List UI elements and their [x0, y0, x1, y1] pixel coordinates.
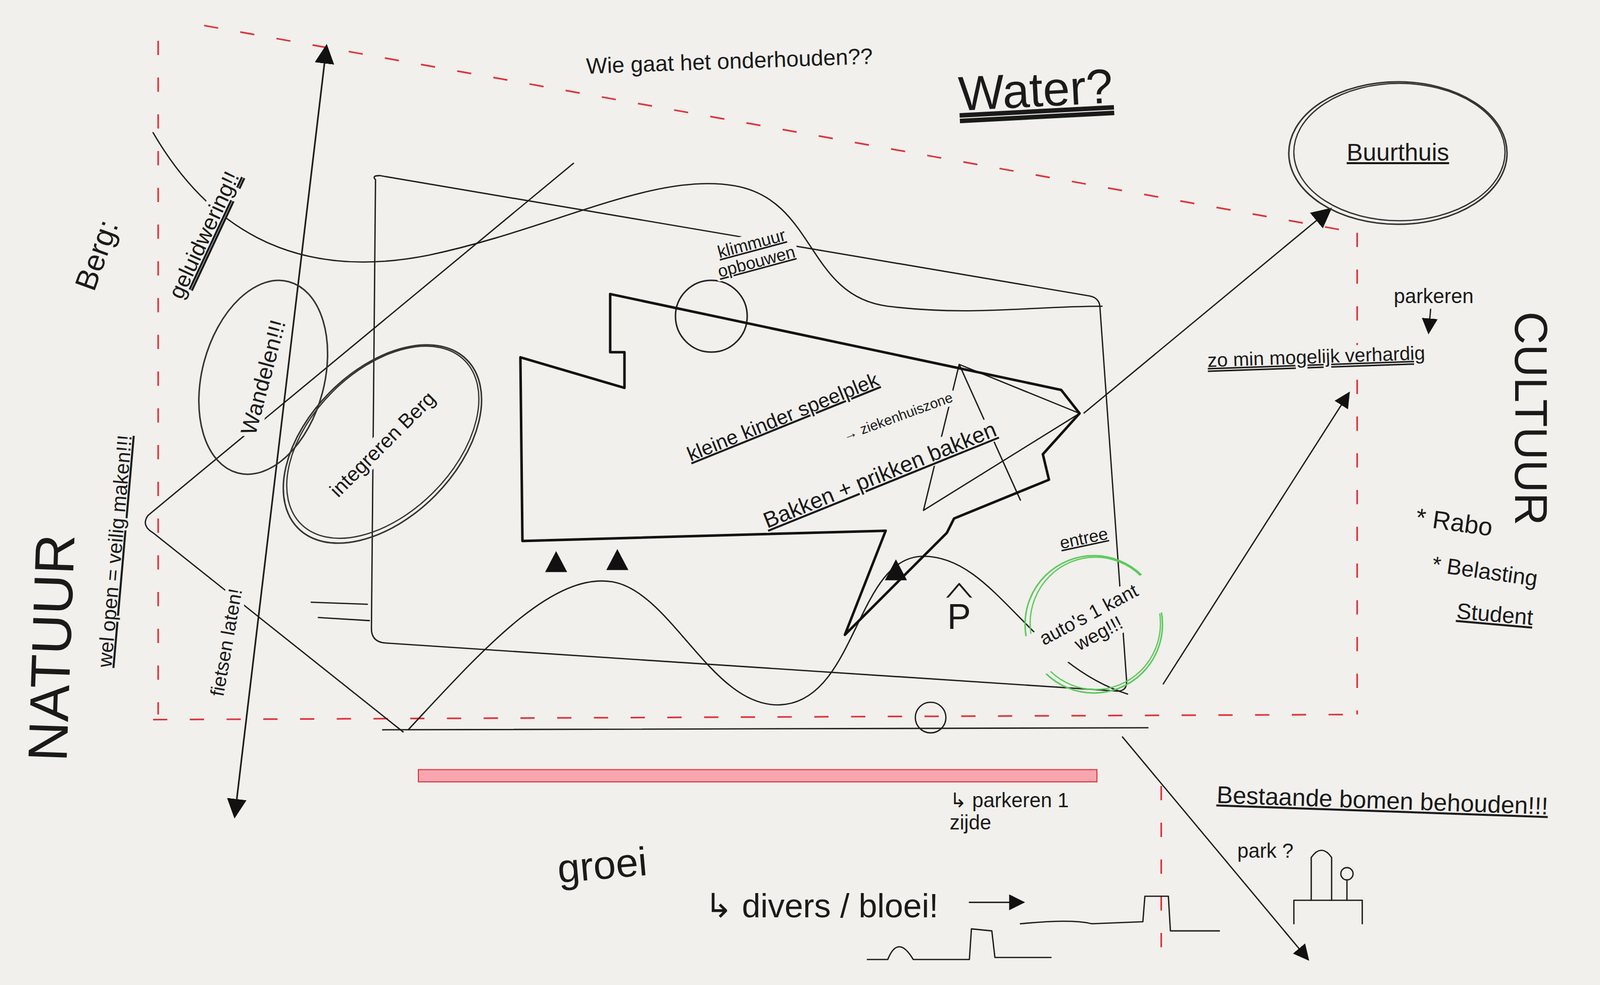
node-heading: Bakken + prikken bakken — [756, 415, 1003, 535]
building-outline-shape — [518, 288, 1084, 640]
parking-side-note: ↳ parkeren 1 zijde — [946, 789, 1085, 834]
tree-icon — [1340, 867, 1353, 881]
entrance-circle: entreeauto's 1 kant weg!!! — [1023, 553, 1165, 696]
site-outline — [371, 175, 1127, 692]
trees-note: Bestaande bomen behouden!!! — [1213, 781, 1553, 820]
parking-caret — [946, 584, 972, 599]
tree-mark — [546, 552, 567, 572]
path-line — [145, 163, 574, 733]
nature-heading: NATUUR — [16, 529, 86, 766]
building-plan — [520, 294, 1080, 636]
green-note: ↳ divers / bloei! — [701, 887, 942, 925]
route-arrow — [1163, 393, 1350, 685]
pointer-arrow — [1428, 309, 1431, 333]
node-text: integreren Berg — [323, 384, 443, 504]
nature-note: wel open = veilig maken!!! — [92, 430, 136, 671]
parking-symbol: P — [944, 597, 975, 637]
building-icon — [1293, 900, 1363, 924]
hill-heading: Berg: — [67, 212, 126, 299]
tree-circle — [915, 702, 947, 734]
heading-note: Water? — [954, 58, 1118, 121]
culture-item: * Belasting — [1427, 551, 1542, 592]
culture-item: * Rabo — [1411, 502, 1498, 542]
boundary-dash — [1160, 786, 1162, 971]
node-heading: entree — [1054, 523, 1113, 554]
boundary-dash — [1356, 232, 1359, 715]
boundary-dash — [204, 25, 1357, 233]
cycling-note: fietsen laten! — [206, 584, 248, 702]
sketch-stroke — [311, 602, 370, 621]
node-text: auto's 1 kant weg!!! — [1021, 572, 1167, 676]
route-arrow — [234, 45, 327, 817]
community-house-ellipse: Buurthuis — [1286, 79, 1510, 227]
building-icon — [1311, 850, 1332, 901]
parking-strip — [418, 769, 1097, 783]
question-note: Wie gaat het onderhouden?? — [582, 43, 877, 79]
route-arrow — [1122, 737, 1309, 960]
boundary-dash — [153, 714, 1357, 720]
node-heading: kleine kinder speelplek — [681, 367, 885, 467]
node-text: Wandelen!!! — [235, 314, 292, 441]
outline — [1293, 83, 1506, 221]
contour-line — [408, 556, 1128, 731]
building-outline: kleine kinder speelplek→ ziekenhuiszoneB… — [518, 288, 1084, 640]
tree-icon — [1346, 880, 1348, 901]
outline — [178, 266, 348, 490]
node-text: Buurthuis — [1343, 139, 1453, 167]
outline — [246, 307, 519, 580]
node-heading: klimmuur opbouwen — [707, 223, 801, 283]
hill-note: geluidwering!! — [162, 164, 246, 305]
culture-item: Student — [1452, 598, 1537, 630]
green-heading: groei — [552, 839, 652, 892]
skyline-sketch — [1020, 896, 1220, 932]
walking-ellipse: Wandelen!!! — [176, 263, 351, 492]
street-line — [382, 728, 1148, 731]
culture-heading: CULTUUR — [1505, 308, 1556, 528]
connector-arrow — [1083, 209, 1331, 414]
hill-ellipse: integreren Berg — [243, 304, 523, 584]
skyline-sketch — [867, 929, 1052, 960]
parking-note: parkeren — [1390, 284, 1477, 308]
pointer-arrow — [969, 901, 1024, 904]
paving-note: zo min mogelijk verhardig — [1203, 342, 1429, 372]
tree-mark — [607, 550, 628, 570]
outline — [1288, 81, 1508, 225]
park-note: park ? — [1234, 839, 1297, 862]
outline — [250, 309, 515, 574]
